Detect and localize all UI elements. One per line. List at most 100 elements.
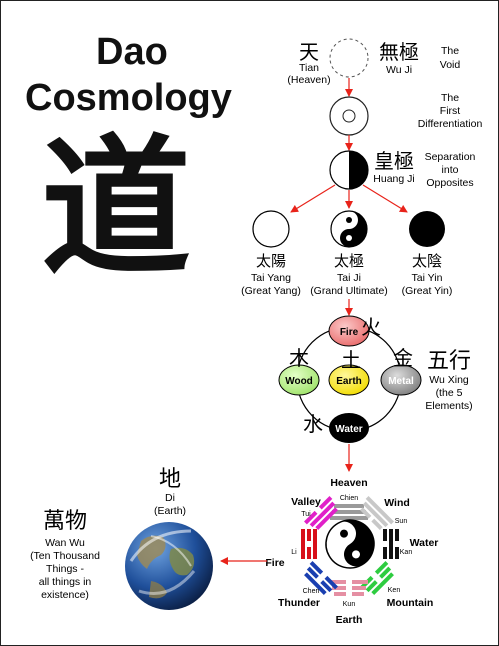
arrow-to-taiyang — [290, 184, 336, 213]
trigram-ken-line-2b — [379, 566, 392, 579]
arrow-to-taiyin — [362, 184, 408, 213]
wuji-void-circle — [329, 38, 369, 78]
title-line-2: Cosmology — [25, 77, 232, 119]
bagua-water: Water — [410, 537, 439, 549]
huangji-glyph: 皇極 — [374, 149, 414, 173]
bagua-kan: Kan — [400, 549, 413, 556]
huangji-dark-half — [349, 151, 368, 189]
element-earth — [328, 364, 370, 396]
wuxing-gloss-2: Elements) — [425, 400, 472, 412]
trigram-chen-line-2b — [320, 580, 333, 593]
element-wood-glyph: 木 — [289, 346, 309, 370]
first-diff-inner-circle — [342, 109, 356, 123]
earth-globe-icon — [125, 522, 213, 610]
bagua-chien: Chien — [340, 495, 358, 502]
trigram-ken-line-1b — [374, 561, 389, 575]
element-metal-glyph: 金 — [393, 346, 413, 370]
element-wood — [278, 364, 320, 396]
trigram-li — [301, 529, 317, 559]
wanwu-gloss-3: all things in — [39, 576, 92, 588]
first-diff-desc-1: The — [441, 92, 459, 104]
bagua-valley: Valley — [291, 496, 321, 508]
huangji-desc-2: into — [442, 164, 459, 176]
trigram-ken-line-3 — [371, 572, 394, 595]
di-glyph: 地 — [159, 467, 181, 492]
trigram-chen-line-1b — [324, 575, 338, 590]
wanwu-gloss-1: (Ten Thousand — [30, 550, 100, 562]
bagua-mountain: Mountain — [387, 597, 434, 609]
wanwu-gloss-2: Things - — [46, 563, 84, 575]
trigram-ken-line-2 — [365, 580, 378, 593]
trigram-tui-line-1 — [304, 510, 318, 525]
bagua-earth: Earth — [336, 614, 363, 626]
tian-glyph: 天 — [299, 40, 319, 64]
trigram-sun-line-1 — [365, 496, 394, 525]
element-earth-label: Earth — [336, 376, 362, 387]
bagua-ken: Ken — [388, 587, 401, 594]
di-gloss: (Earth) — [154, 505, 186, 517]
trigram-kan — [383, 529, 399, 559]
bagua-heaven: Heaven — [330, 477, 367, 489]
wuji-glyph: 無極 — [379, 40, 419, 64]
element-fire — [328, 315, 370, 347]
trigram-chen-line-2 — [306, 566, 319, 579]
bagua-trigrams — [301, 496, 399, 596]
dao-glyph: 道 — [41, 120, 192, 296]
bagua-chen: Chen — [303, 588, 320, 595]
huangji-name: Huang Ji — [373, 173, 414, 185]
trigram-sun-line-3b — [371, 518, 383, 530]
wuxing-gloss-1: (the 5 — [436, 387, 463, 399]
first-diff-desc-2: First — [440, 105, 460, 117]
taiyang-name: Tai Yang — [251, 272, 291, 284]
taiji-name: Tai Ji — [337, 272, 361, 284]
taiyin-name: Tai Yin — [412, 272, 443, 284]
taiyang-glyph: 太陽 — [256, 252, 286, 270]
taiyin-gloss: (Great Yin) — [402, 285, 453, 297]
taiji-glyph: 太極 — [334, 252, 364, 270]
bagua-thunder: Thunder — [278, 597, 320, 609]
element-water-label: Water — [335, 424, 363, 435]
wuxing-glyph: 五行 — [427, 349, 471, 374]
wuji-desc-2: Void — [440, 59, 461, 71]
huangji-desc-1: Separation — [425, 151, 476, 163]
element-metal — [380, 364, 422, 396]
trigram-tui-line-3 — [315, 507, 338, 530]
trigram-chen-line-1 — [309, 561, 324, 575]
trigram-kun — [330, 580, 368, 596]
wuji-name: Wu Ji — [386, 64, 412, 76]
taiji-yinyang-icon — [330, 210, 368, 248]
tian-name: Tian — [299, 62, 319, 74]
trigram-sun-line-3 — [360, 507, 372, 519]
wanwu-gloss-4: existence) — [41, 589, 89, 601]
taiyin-glyph: 太陰 — [412, 252, 442, 270]
trigram-tui-line-1b — [318, 496, 333, 510]
bagua-li: Li — [291, 549, 297, 556]
wanwu-glyph: 萬物 — [43, 509, 87, 534]
element-fire-glyph: 火 — [361, 315, 381, 339]
trigram-chien-line-1 — [334, 504, 364, 508]
trigram-chien-line-2 — [332, 510, 366, 514]
taiyin-circle — [409, 211, 445, 247]
element-water-glyph: 水 — [303, 412, 323, 436]
wuji-desc-1: The — [441, 45, 459, 57]
bagua-sun: Sun — [395, 518, 408, 525]
trigram-tui-line-2 — [309, 501, 336, 528]
element-fire-label: Fire — [340, 327, 359, 338]
bagua-kun: Kun — [343, 601, 356, 608]
bagua-fire: Fire — [265, 557, 284, 569]
first-diff-desc-3: Differentiation — [418, 118, 483, 130]
title-line-1: Dao — [96, 31, 168, 73]
element-metal-label: Metal — [388, 376, 414, 387]
taiyang-circle — [252, 210, 290, 248]
trigram-sun-line-2 — [362, 501, 389, 528]
taiyang-gloss: (Great Yang) — [241, 285, 301, 297]
wanwu-name: Wan Wu — [45, 537, 85, 549]
element-water — [329, 413, 369, 443]
tian-gloss: (Heaven) — [287, 74, 330, 86]
taiji-gloss: (Grand Ultimate) — [310, 285, 388, 297]
trigram-chien-line-3 — [330, 516, 368, 520]
bagua-wind: Wind — [384, 497, 410, 509]
bagua-tui: Tui — [301, 511, 311, 518]
